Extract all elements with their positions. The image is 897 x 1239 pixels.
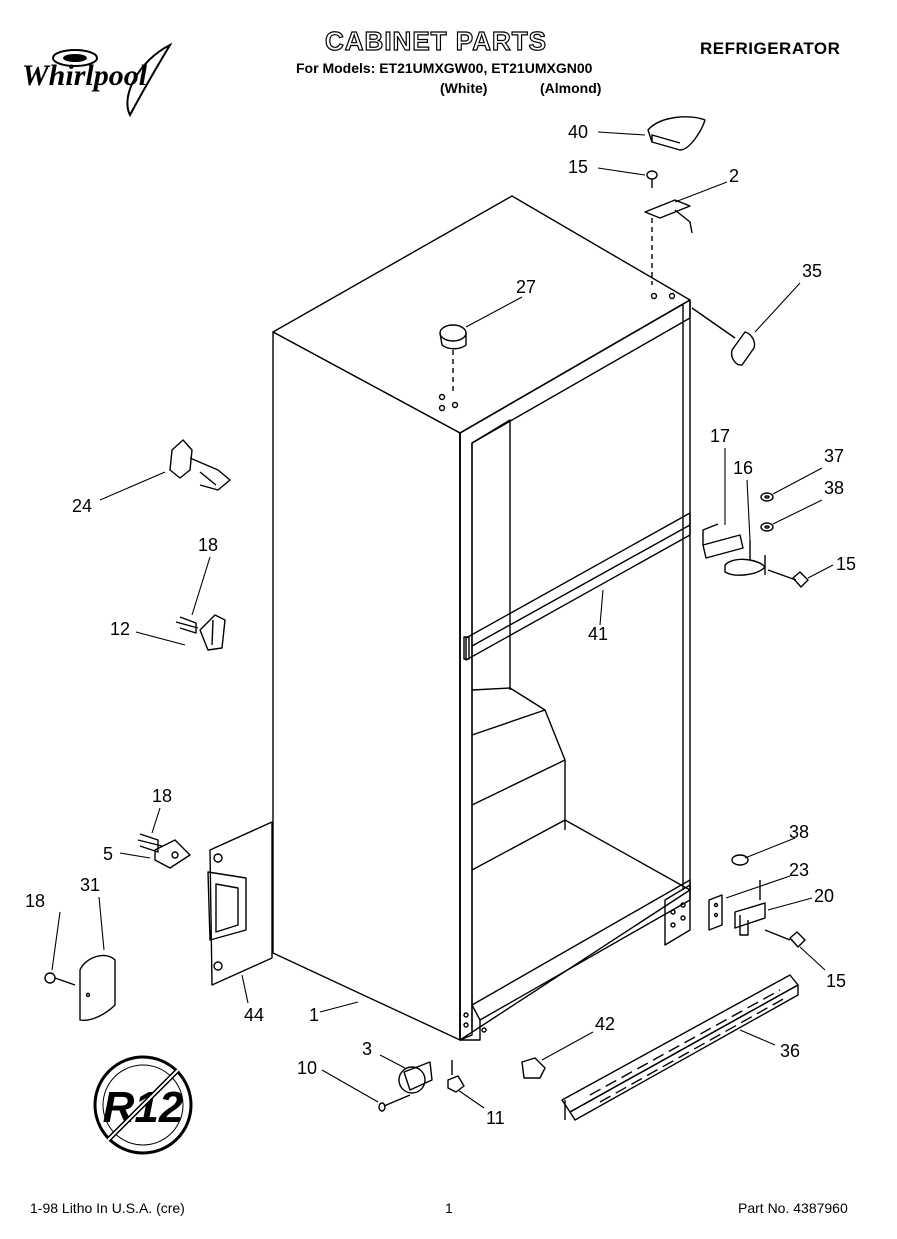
variant-almond: (Almond) — [540, 80, 602, 96]
callout-11: 11 — [486, 1108, 505, 1128]
callout-18-lower: 18 — [152, 786, 172, 806]
screw-15-middle — [767, 569, 809, 588]
washer-38-lower — [731, 854, 749, 866]
product-type: REFRIGERATOR — [700, 39, 841, 58]
cover-31 — [79, 954, 116, 1022]
plug-27 — [439, 324, 467, 395]
callout-31: 31 — [80, 875, 100, 895]
screw-18-upper — [175, 616, 199, 634]
footer-litho: 1-98 Litho In U.S.A. (cre) — [30, 1200, 185, 1216]
leveling-leg-11 — [447, 1060, 465, 1093]
screw-15-lower — [764, 929, 806, 948]
hinge-pin-35 — [691, 307, 756, 366]
callout-42: 42 — [595, 1014, 615, 1034]
callout-38-lower: 38 — [789, 822, 809, 842]
callout-36: 36 — [780, 1041, 800, 1061]
top-hinge-cover-40 — [647, 116, 706, 151]
models-line: For Models: ET21UMXGW00, ET21UMXGN00 — [296, 60, 593, 76]
callout-labels: 40 15 2 35 27 17 37 16 38 15 24 18 12 41… — [25, 122, 856, 1128]
brand-text: Whirlpool — [22, 59, 148, 92]
bracket-5 — [154, 839, 191, 869]
footer-page-number: 1 — [445, 1200, 453, 1216]
callout-37: 37 — [824, 446, 844, 466]
toe-grille-36 — [561, 974, 799, 1121]
shim-23 — [708, 894, 723, 931]
callout-38-upper: 38 — [824, 478, 844, 498]
callout-35: 35 — [802, 261, 822, 281]
bottom-hinge-20 — [734, 880, 766, 936]
screw-18-lower — [137, 833, 163, 853]
mullion-bar-41 — [463, 512, 691, 661]
page-title: CABINET PARTS — [324, 25, 547, 56]
hinge-bracket-17 — [702, 523, 744, 559]
callout-18-left: 18 — [25, 891, 45, 911]
washer-38-upper — [760, 522, 774, 532]
cabinet-shell — [272, 195, 691, 1041]
callout-40: 40 — [568, 122, 588, 142]
callout-15-top: 15 — [568, 157, 588, 177]
screw-10 — [378, 1094, 411, 1112]
variant-white: (White) — [440, 80, 488, 96]
screw-18-left — [44, 972, 76, 986]
callout-3: 3 — [362, 1039, 372, 1059]
callout-15-lower: 15 — [826, 971, 846, 991]
leader-lines — [51, 131, 834, 1109]
callout-20: 20 — [814, 886, 834, 906]
callout-24: 24 — [72, 496, 92, 516]
bracket-24 — [169, 439, 231, 491]
bracket-12 — [199, 614, 226, 651]
caster-3 — [398, 1061, 433, 1094]
callout-2: 2 — [729, 166, 739, 186]
whirlpool-logo: Whirlpool — [22, 42, 173, 118]
callout-5: 5 — [103, 844, 113, 864]
callout-15-middle: 15 — [836, 554, 856, 574]
callout-27: 27 — [516, 277, 536, 297]
hinge-16 — [724, 540, 766, 576]
side-bracket-44 — [207, 821, 273, 986]
callout-1: 1 — [309, 1005, 319, 1025]
washer-37 — [760, 492, 774, 502]
screw-15-top — [646, 170, 658, 188]
callout-41: 41 — [588, 624, 608, 644]
clip-42 — [521, 1057, 546, 1079]
callout-17: 17 — [710, 426, 730, 446]
top-hinge-2 — [644, 199, 693, 285]
callout-12: 12 — [110, 619, 130, 639]
callout-44: 44 — [244, 1005, 264, 1025]
callout-10: 10 — [297, 1058, 317, 1078]
no-r12-icon: R12 — [93, 1055, 193, 1155]
callout-18-upper: 18 — [198, 535, 218, 555]
callout-23: 23 — [789, 860, 809, 880]
callout-16: 16 — [733, 458, 753, 478]
footer-part-number: Part No. 4387960 — [738, 1200, 848, 1216]
